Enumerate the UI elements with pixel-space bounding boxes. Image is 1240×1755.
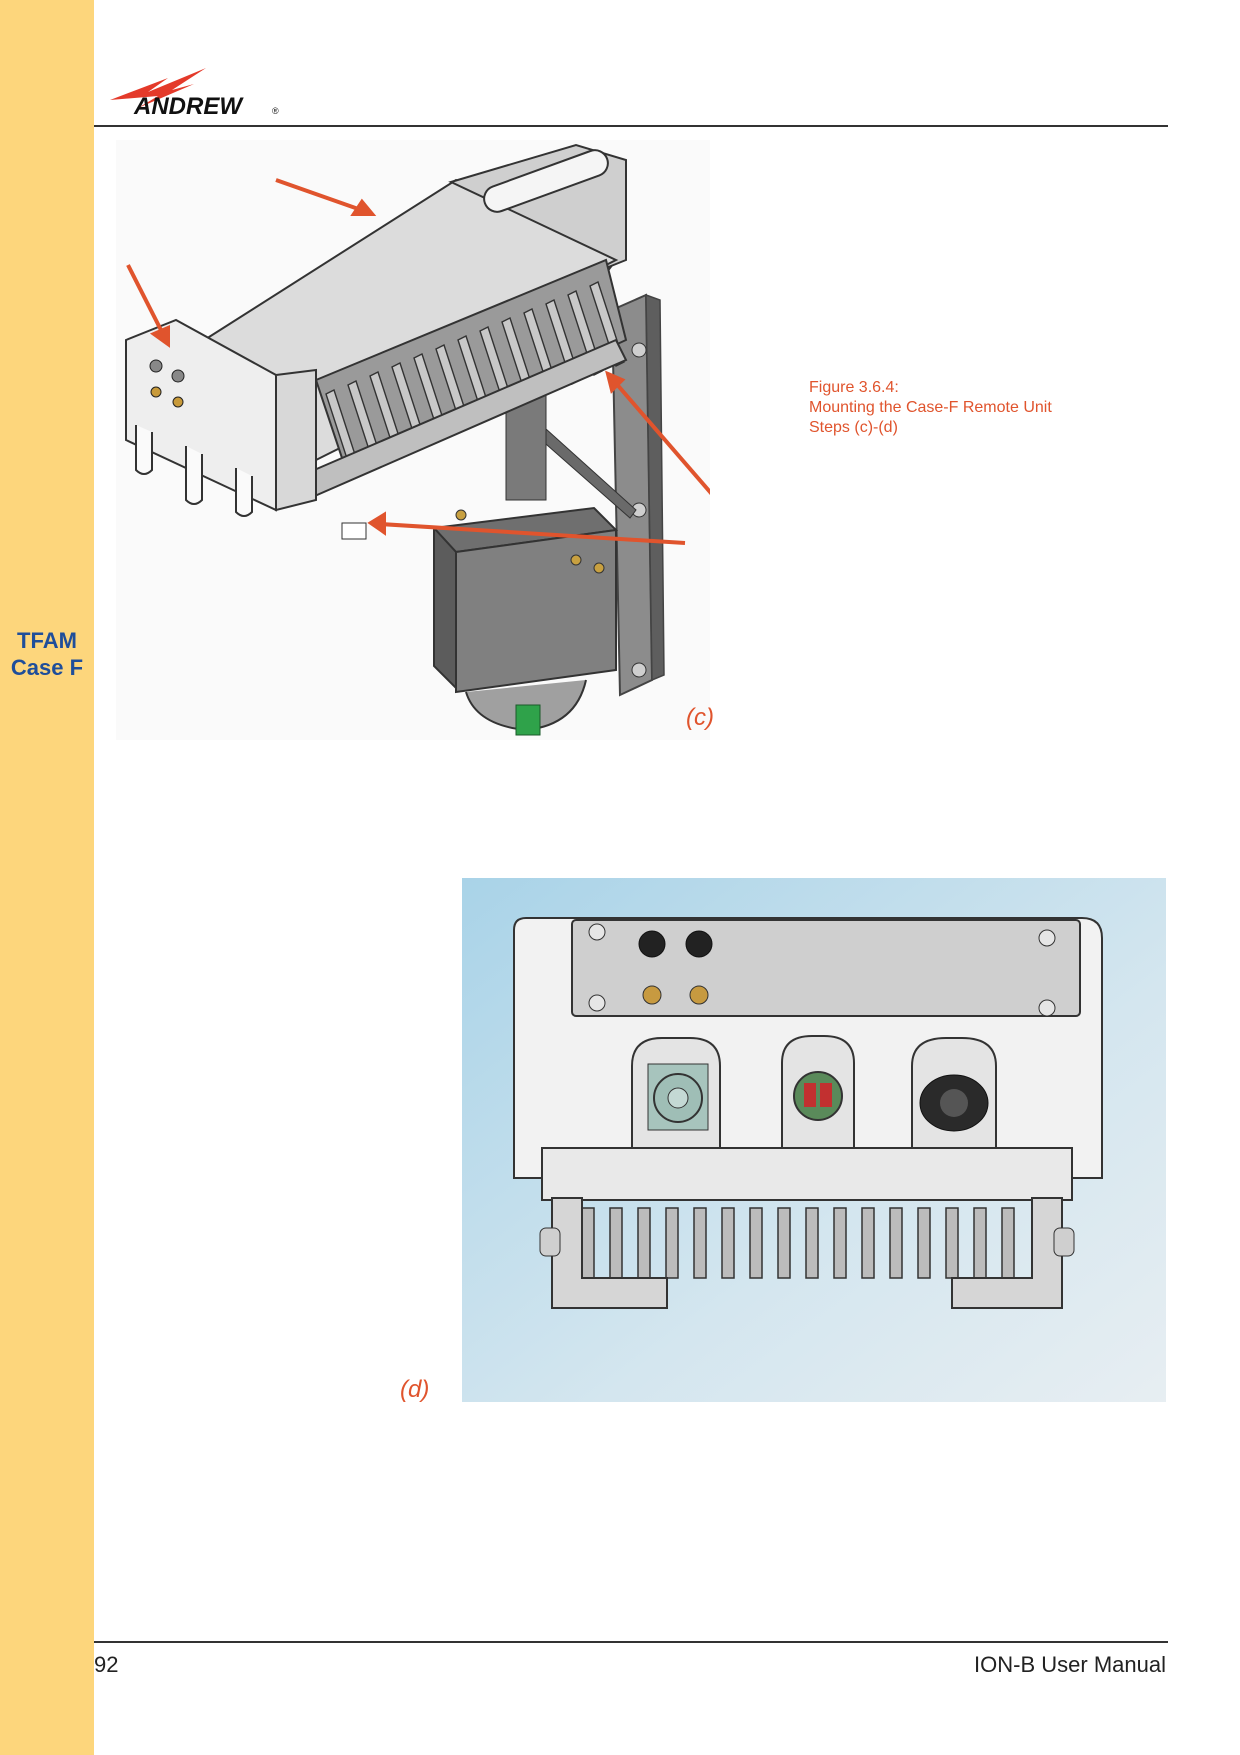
figure-label-c: (c) <box>686 704 714 731</box>
manual-title: ION-B User Manual <box>974 1652 1166 1677</box>
andrew-logo: ANDREW ® <box>110 68 279 118</box>
header-rule <box>94 125 1168 127</box>
figure-caption: Figure 3.6.4: Mounting the Case-F Remote… <box>809 378 1149 438</box>
figure-label-d: (d) <box>400 1376 430 1403</box>
caption-title: Mounting the Case-F Remote Unit <box>809 399 1052 416</box>
caption-figure-number: Figure 3.6.4: <box>809 379 899 396</box>
footer-rule <box>94 1641 1168 1643</box>
figure-c-illustration <box>116 140 710 740</box>
caption-steps: Steps (c)-(d) <box>809 419 898 436</box>
figure-d-illustration <box>462 878 1166 1402</box>
section-label-case-f: Case F <box>10 655 84 680</box>
section-label-tfam: TFAM <box>17 628 77 653</box>
logo-text: ANDREW <box>133 93 244 118</box>
logo-registered-mark: ® <box>272 106 279 116</box>
page-number: 92 <box>94 1652 119 1677</box>
sidebar: TFAM Case F <box>0 0 94 1755</box>
